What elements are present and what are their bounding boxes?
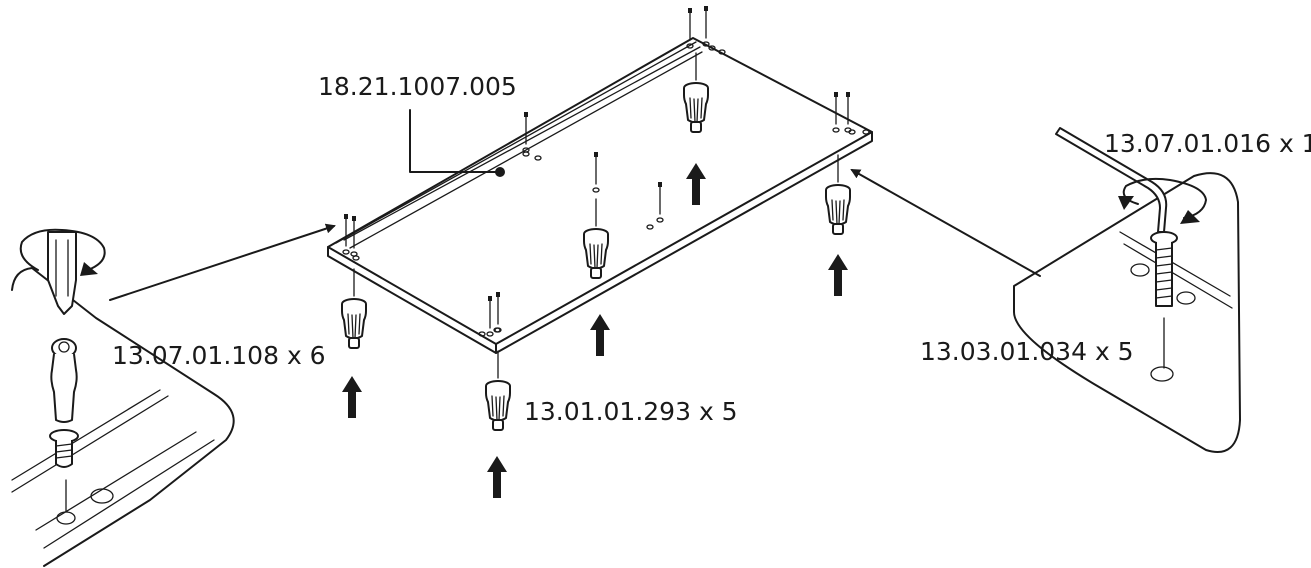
bolt-detail [1013,172,1241,453]
panel-label: 18.21.1007.005 [318,72,517,101]
cam-dowel-icon [49,338,79,468]
screwdriver-icon [19,228,106,315]
hex-key-label: 13.07.01.016 x 1 [1104,129,1311,158]
panel [327,37,873,354]
connector-arrows [109,109,1041,301]
bolt-label: 13.03.01.034 x 5 [920,337,1134,366]
cam-dowel-label: 13.07.01.108 x 6 [112,341,326,370]
cam-dowel-detail [11,267,235,567]
leveling-foot-label: 13.01.01.293 x 5 [524,397,738,426]
bolt-icon [1150,231,1178,307]
